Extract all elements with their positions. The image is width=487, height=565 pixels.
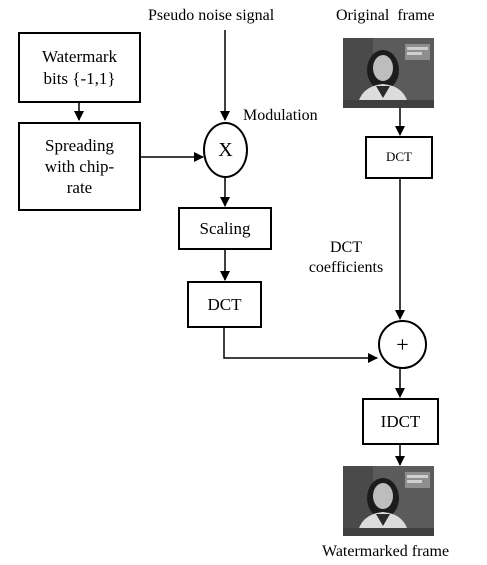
scaling-box: Scaling: [178, 207, 272, 250]
adder-node: +: [378, 320, 427, 369]
multiplier-node: X: [203, 122, 248, 178]
spreading-line3: rate: [66, 178, 93, 198]
watermark-bits-box: Watermark bits {-1,1}: [18, 32, 141, 103]
original-frame-label: Original frame: [336, 7, 435, 24]
watermarked-frame-image: [343, 466, 434, 536]
dct-coefficients-line2: coefficients: [308, 259, 384, 276]
watermark-bits-line1: Watermark: [41, 47, 118, 67]
news-anchor-thumbnail-watermarked: [343, 466, 434, 536]
dct-coefficients-line1: DCT: [330, 239, 362, 256]
idct-label: IDCT: [380, 411, 421, 431]
idct-box: IDCT: [362, 398, 439, 445]
original-frame-image: [343, 38, 434, 108]
spreading-line2: with chip-: [44, 156, 115, 176]
watermark-bits-line2: bits {-1,1}: [43, 68, 116, 88]
dct-right-label: DCT: [386, 149, 412, 165]
multiply-symbol: X: [218, 138, 233, 161]
dct-left-label: DCT: [207, 294, 242, 314]
news-anchor-thumbnail: [343, 38, 434, 108]
dct-box-left: DCT: [187, 281, 262, 328]
arrow-dct-to-adder: [223, 328, 378, 363]
dct-coefficients-label: DCT coefficients: [292, 238, 400, 278]
add-symbol: +: [396, 331, 409, 357]
spreading-box: Spreading with chip- rate: [18, 122, 141, 211]
pseudo-noise-label: Pseudo noise signal: [148, 7, 275, 24]
modulation-label: Modulation: [243, 107, 318, 124]
scaling-label: Scaling: [199, 218, 251, 238]
spreading-line1: Spreading: [45, 135, 114, 155]
watermarked-frame-label: Watermarked frame: [322, 543, 450, 560]
dct-box-right: DCT: [365, 136, 433, 179]
